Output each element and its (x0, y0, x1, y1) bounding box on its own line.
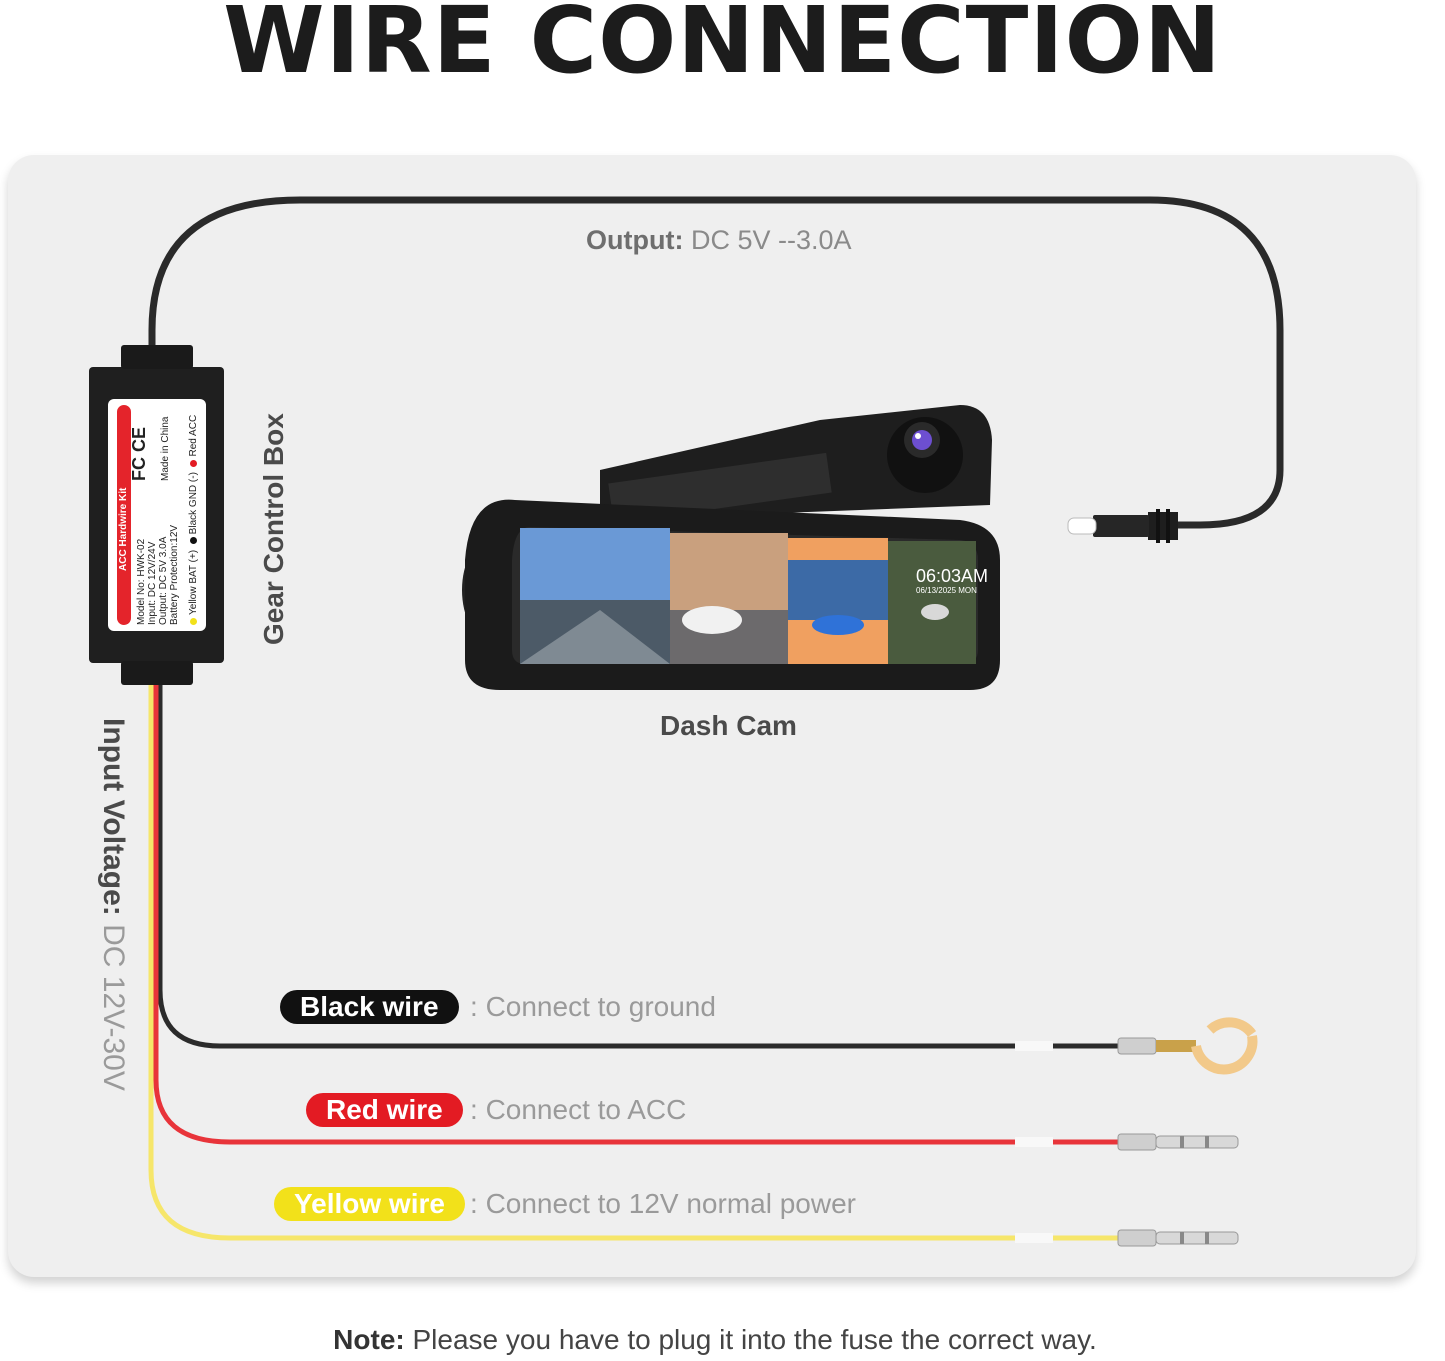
spec-line: Input: DC 12V/24V (147, 541, 158, 625)
input-label-key: Input Voltage: (97, 718, 130, 916)
spec-line: Battery Protection:12V (169, 524, 180, 625)
legend-yellow: Yellow BAT (+) (188, 549, 199, 615)
input-voltage-label: Input Voltage: DC 12V-30V (96, 718, 130, 1091)
diagram-panel (8, 155, 1416, 1277)
yellow-wire-desc: : Connect to 12V normal power (470, 1188, 856, 1220)
spec-lines: Model No: HWK-02 Input: DC 12V/24V Outpu… (136, 525, 180, 625)
box-sticker: ACC Hardwire Kit Model No: HWK-02 Input:… (108, 399, 206, 631)
kit-name: ACC Hardwire Kit (118, 487, 129, 571)
legend-black: Black GND (-) (188, 472, 199, 535)
output-cable (148, 196, 1284, 529)
output-label-key: Output: (586, 225, 684, 255)
box-cap-bottom (121, 661, 193, 685)
screen-time: 06:03AM (916, 566, 988, 586)
note: Note: Please you have to plug it into th… (0, 1324, 1430, 1356)
note-label: Note: (333, 1324, 405, 1355)
yellow-dot (189, 618, 197, 625)
spec-line: Output: DC 5V 3.0A (158, 536, 169, 625)
fork-terminal (1117, 1017, 1258, 1075)
black-wire-sep: : (470, 991, 478, 1022)
yellow-wire-line (148, 685, 1120, 1241)
yellow-wire-terminal (1117, 1229, 1239, 1247)
dash-cam-label: Dash Cam (660, 710, 797, 741)
red-wire-sep: : (470, 1094, 478, 1125)
red-wire-desc: : Connect to ACC (470, 1094, 686, 1126)
yellow-wire-sep: : (470, 1188, 478, 1219)
black-wire-line (157, 685, 1120, 1049)
input-label-value: DC 12V-30V (97, 924, 130, 1091)
yellow-wire-text: Connect to 12V normal power (485, 1188, 856, 1219)
page-title: WIRE CONNECTION (223, 0, 1222, 94)
red-wire-line (153, 685, 1120, 1145)
black-wire-text: Connect to ground (485, 991, 716, 1022)
screen-date: 06/13/2025 MON (916, 586, 977, 595)
box-cap-top (121, 345, 193, 369)
red-wire-pill: Red wire (306, 1093, 463, 1127)
sticker-red-bar (117, 405, 131, 625)
usb-c-plug (1067, 509, 1178, 543)
black-wire-desc: : Connect to ground (470, 991, 716, 1023)
note-text: Please you have to plug it into the fuse… (412, 1324, 1097, 1355)
red-dot (189, 459, 197, 467)
dash-cam: 06:03AM 06/13/2025 MON (462, 405, 1000, 690)
gear-box-label: Gear Control Box (258, 413, 289, 645)
certification-marks: FC CE (129, 427, 149, 481)
yellow-wire-pill: Yellow wire (274, 1187, 465, 1221)
wire-legend: Yellow BAT (+) Black GND (-) Red ACC (188, 415, 199, 625)
black-dot (189, 537, 197, 545)
output-label-value: DC 5V --3.0A (690, 225, 852, 255)
gear-control-box: ACC Hardwire Kit Model No: HWK-02 Input:… (89, 345, 224, 685)
output-label: Output: DC 5V --3.0A (586, 225, 852, 256)
sticker-text: ACC Hardwire Kit Model No: HWK-02 Input:… (108, 399, 206, 631)
spec-line: Model No: HWK-02 (136, 538, 147, 625)
made-in-label: Made in China (160, 416, 171, 481)
black-wire-pill: Black wire (280, 990, 459, 1024)
red-wire-text: Connect to ACC (485, 1094, 687, 1125)
legend-red: Red ACC (188, 414, 199, 457)
red-wire-terminal (1117, 1133, 1239, 1151)
